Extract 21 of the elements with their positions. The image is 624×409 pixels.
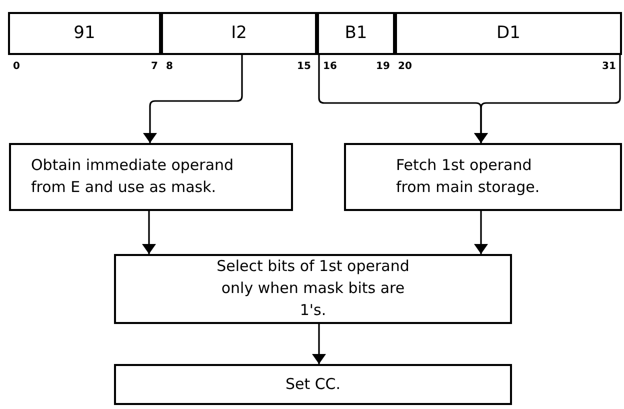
process-box: Obtain immediate operand from E and use as mask. xyxy=(9,143,293,211)
bit-number: 0 xyxy=(13,62,20,72)
bit-number: 8 xyxy=(166,62,173,72)
arrow xyxy=(312,324,326,364)
process-box: Select bits of 1st operand only when mask bits are 1's. xyxy=(114,254,512,324)
field-cell: 91 xyxy=(8,12,161,55)
field-cell: B1 xyxy=(317,12,395,55)
bit-number: 16 xyxy=(323,62,337,72)
bit-number: 31 xyxy=(602,62,616,72)
bit-number: 15 xyxy=(297,62,311,72)
process-box: Set CC. xyxy=(114,364,512,405)
field-cell: D1 xyxy=(395,12,622,55)
arrow xyxy=(142,211,156,254)
bit-number: 20 xyxy=(398,62,412,72)
field-cell: I2 xyxy=(161,12,317,55)
arrow xyxy=(143,55,243,143)
arrow xyxy=(474,211,488,254)
bit-number: 19 xyxy=(376,62,390,72)
process-box: Fetch 1st operand from main storage. xyxy=(344,143,622,211)
arrow xyxy=(474,55,621,143)
bit-number: 7 xyxy=(151,62,158,72)
